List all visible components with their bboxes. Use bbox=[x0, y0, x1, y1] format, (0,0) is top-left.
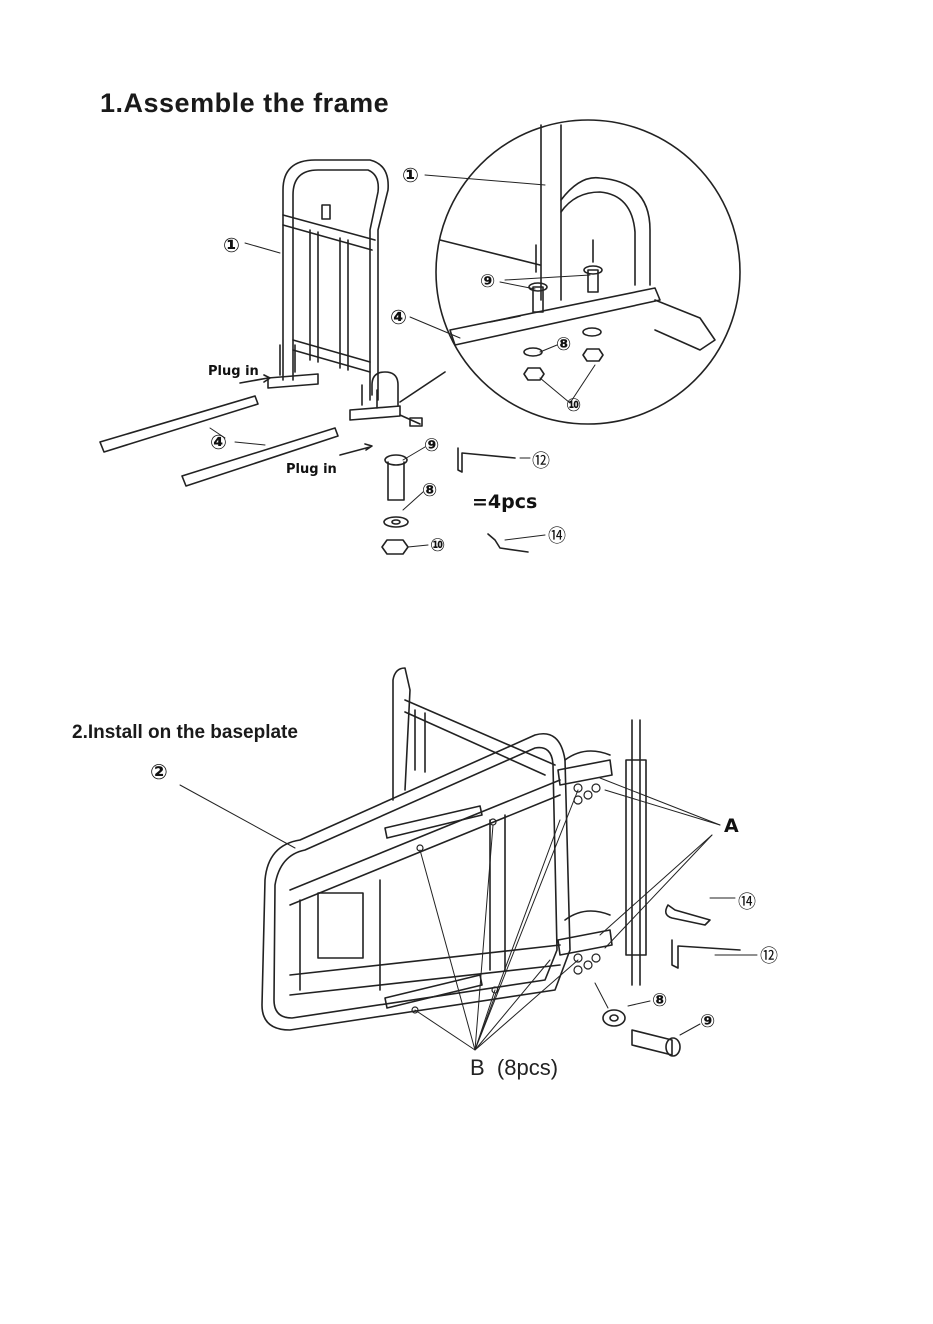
quantity-label: =4pcs bbox=[472, 491, 537, 513]
step2-diagram bbox=[0, 640, 933, 1100]
callout-wrench-step2: ⑭ bbox=[738, 888, 756, 914]
frame-part bbox=[268, 160, 422, 426]
callout-bolt: ⑨ bbox=[424, 435, 439, 456]
callout-hex-key: ⑫ bbox=[532, 447, 550, 473]
callout-rail: ④ bbox=[210, 430, 227, 454]
callout-bolt-step2: ⑨ bbox=[700, 1011, 715, 1032]
callout-point-b: B (8pcs) bbox=[470, 1055, 558, 1081]
step1-diagram bbox=[0, 0, 933, 600]
callout-nut: ⑩ bbox=[430, 535, 445, 556]
callout-frame: ① bbox=[223, 233, 240, 257]
plug-in-label-2: Plug in bbox=[286, 462, 337, 477]
callout-frame-detail: ① bbox=[402, 163, 419, 187]
callout-rail-detail: ④ bbox=[390, 305, 407, 329]
callout-washer-detail: ⑧ bbox=[556, 334, 571, 355]
hardware-step2 bbox=[603, 905, 740, 1056]
callout-washer-step2: ⑧ bbox=[652, 990, 667, 1011]
callout-point-a: A bbox=[724, 815, 739, 837]
callout-nut-detail: ⑩ bbox=[566, 395, 581, 416]
callout-hex-key-step2: ⑫ bbox=[760, 942, 778, 968]
callout-bolt-detail: ⑨ bbox=[480, 271, 495, 292]
callout-washer: ⑧ bbox=[422, 480, 437, 501]
plug-in-label-1: Plug in bbox=[208, 364, 259, 379]
callout-wrench: ⑭ bbox=[548, 522, 566, 548]
callout-baseplate: ② bbox=[150, 760, 168, 784]
baseplate-part bbox=[262, 720, 646, 1030]
